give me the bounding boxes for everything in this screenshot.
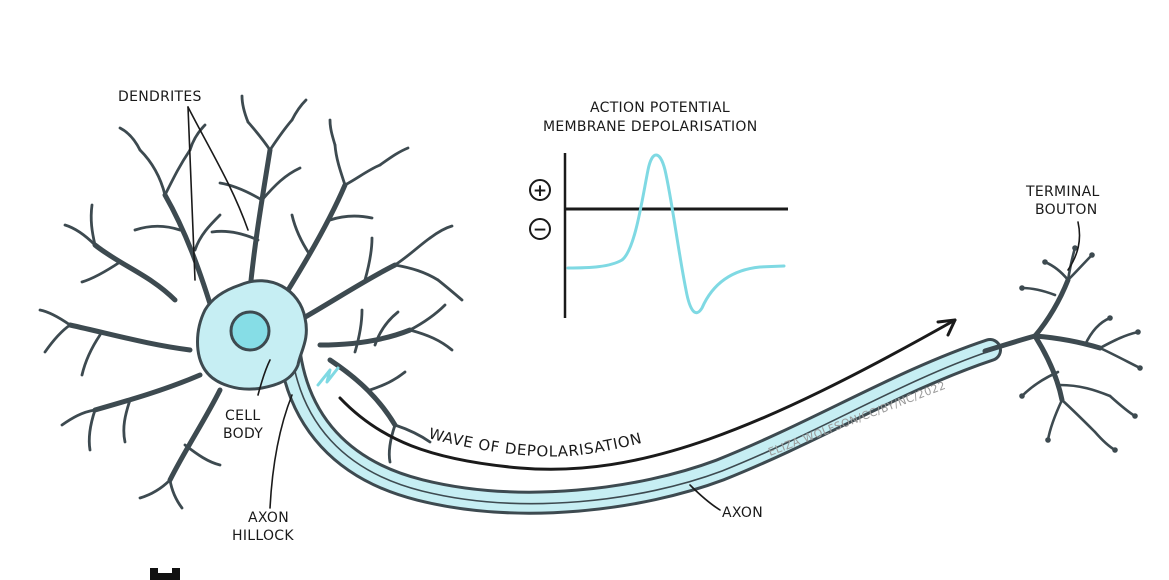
axon-terminals [982, 245, 1143, 453]
wave-label: WAVE OF DEPOLARISATION [427, 424, 644, 460]
inset-title-2: MEMBRANE DEPOLARISATION [543, 119, 757, 135]
minus-sign: − [533, 220, 547, 240]
action-potential-inset: ACTION POTENTIAL MEMBRANE DEPOLARISATION… [529, 100, 788, 318]
cell-body-label-1: CELL [225, 408, 260, 424]
cell-body-label-2: BODY [223, 426, 263, 442]
wave-arrow [338, 318, 957, 471]
leader-lines [187, 106, 1081, 511]
action-potential-trace [566, 153, 786, 314]
spark-icon [316, 366, 340, 387]
inset-title-1: ACTION POTENTIAL [590, 100, 730, 116]
watermark: ELIZA WOLFSON/CC/BY/NC/2022 [766, 379, 947, 459]
wave-label-text: WAVE OF DEPOLARISATION [427, 424, 643, 460]
axon-hillock-label-1: AXON [248, 510, 289, 526]
axon-shaft [278, 338, 1002, 515]
terminal-label-2: BOUTON [1035, 202, 1097, 218]
terminal-label-1: TERMINAL [1025, 184, 1100, 200]
dendrites-label: DENDRITES [118, 89, 202, 105]
plus-sign: + [533, 181, 547, 201]
axon-hillock-label-2: HILLOCK [232, 528, 294, 544]
axon-label: AXON [722, 505, 763, 521]
cropped-glyph [150, 568, 180, 580]
plus-icon [529, 179, 551, 201]
nucleus [229, 310, 271, 352]
dendrites [38, 94, 464, 510]
minus-icon [529, 218, 551, 240]
